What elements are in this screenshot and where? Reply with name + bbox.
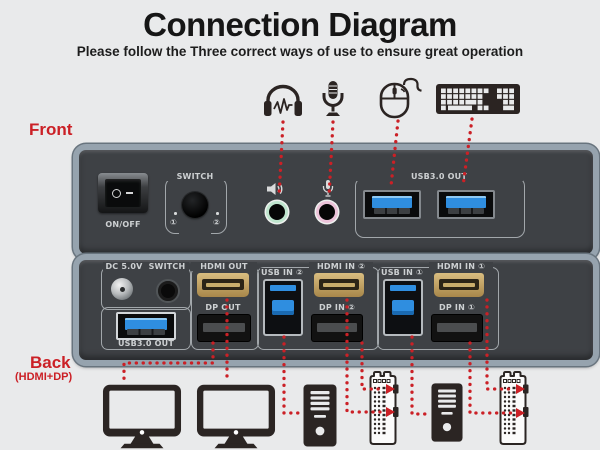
switch-position-2: ② (213, 218, 220, 227)
mic-in-jack (316, 201, 338, 223)
hdmi-in-2-port (314, 273, 364, 297)
power-switch-label: ON/OFF (98, 220, 148, 229)
back-usb3-port (116, 312, 176, 340)
dc-label: DC 5.0V (103, 262, 145, 271)
back-switch-label: SWITCH (145, 262, 189, 271)
usb-in-1-port (383, 279, 423, 336)
hdmi-out-label: HDMI OUT (191, 262, 257, 271)
pc-tower-icon (303, 384, 337, 447)
graphics-card-icon (499, 371, 529, 445)
monitor-icon (102, 384, 182, 449)
dp-in-1-port (432, 315, 482, 341)
switch-label: SWITCH (165, 172, 225, 181)
dp-out-port (198, 315, 250, 341)
hdmi-in-1-port (434, 273, 484, 297)
headphones-icon (264, 84, 302, 116)
graphics-card-icon (369, 371, 399, 445)
usb-in-2-port (263, 279, 303, 336)
power-switch (98, 173, 148, 213)
hdmi-in-2-label: HDMI IN ② (309, 262, 373, 271)
dp-in-2-label: DP IN ② (311, 303, 363, 312)
front-usb-out-label: USB3.0 OUT (355, 172, 523, 181)
remote-switch-jack (156, 279, 180, 303)
hdmi-out-port (197, 273, 249, 297)
switch-position-1: ① (170, 218, 177, 227)
back-section-label: Back (30, 353, 71, 372)
page-title: Connection Diagram (143, 6, 457, 43)
dp-in-2-port (312, 315, 362, 341)
back-panel: DC 5.0V SWITCH USB3.0 OUT HDMI OUT DP OU… (73, 254, 599, 366)
back-section-sublabel: (HDMI+DP) (15, 371, 73, 383)
keyboard-icon (436, 84, 520, 114)
usb-in-2-label: USB IN ② (260, 268, 304, 277)
mic-icon (322, 180, 334, 197)
usb3-port-1 (363, 190, 421, 219)
dc-power-jack (111, 278, 133, 300)
usb-in-1-label: USB IN ① (380, 268, 424, 277)
monitor-icon (196, 384, 276, 449)
speaker-icon (267, 183, 283, 195)
hdmi-in-1-label: HDMI IN ① (429, 262, 493, 271)
microphone-icon (322, 81, 344, 116)
usb3-port-2 (437, 190, 495, 219)
mouse-icon (379, 77, 422, 119)
front-section-label: Front (29, 120, 73, 139)
front-panel: ON/OFF SWITCH ① ② USB3.0 OUT (73, 144, 599, 260)
dp-out-label: DP OUT (197, 303, 249, 312)
back-usb-out-label: USB3.0 OUT (104, 339, 188, 348)
pc-tower-icon (431, 383, 463, 442)
audio-out-jack (266, 201, 288, 223)
switch-knob (182, 192, 208, 218)
page-subtitle: Please follow the Three correct ways of … (76, 44, 524, 59)
dp-in-1-label: DP IN ① (431, 303, 483, 312)
